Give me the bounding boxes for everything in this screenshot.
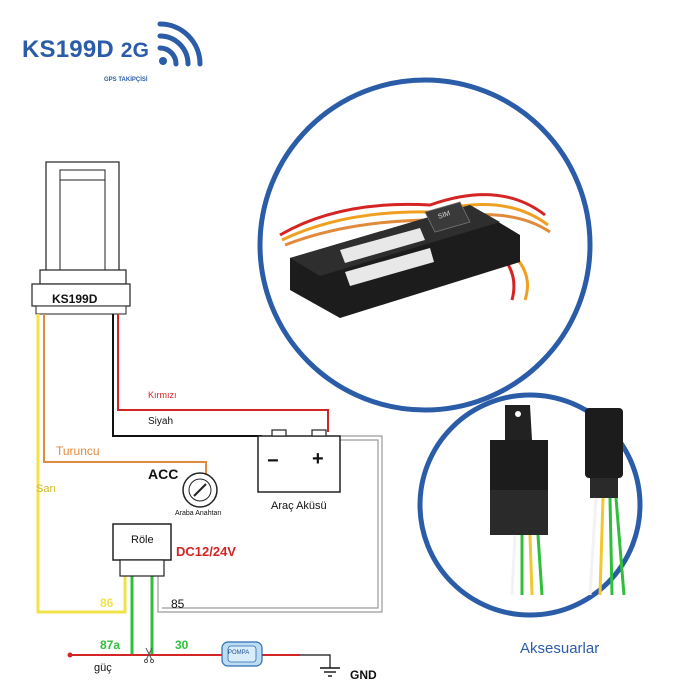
ignition-key-label: Araba Anahtarı [175,510,222,517]
battery-minus: − [267,450,279,472]
wire-gray [157,435,383,613]
ignition-key-icon [182,472,218,508]
wifi-signal-icon [157,21,203,67]
brand-network: 2G [120,39,150,62]
accessories-photo [417,392,643,618]
brand-subtitle: GPS TAKİPÇİSİ [104,77,148,83]
relay-voltage: DC12/24V [176,544,236,559]
pump-icon [221,641,263,667]
wire-red [117,314,329,432]
wire-green [130,576,154,655]
red-wire-label: Kırmızı [148,390,177,400]
accessories-label: Aksesuarlar [520,640,600,657]
acc-label: ACC [148,466,179,482]
ground-wire [300,654,331,668]
pin-30-label: 30 [175,638,189,652]
wire-yellow [36,314,127,614]
power-label: güç [94,662,112,674]
brand-model: KS199D [22,36,114,63]
pin-85-label: 85 [171,597,185,611]
pin-86-label: 86 [100,596,114,610]
battery-icon [257,429,341,493]
orange-wire-label: Turuncu [56,444,100,458]
wire-orange [43,314,207,476]
ground-label: GND [350,668,377,682]
battery-label: Araç Aküsü [271,500,327,512]
relay-label: Röle [131,534,154,546]
black-wire-label: Siyah [148,416,174,427]
yellow-wire-label: Sarı [36,483,57,495]
scissors-icon [143,647,155,664]
product-photo [257,77,593,413]
tracker-device [31,161,131,315]
brand-title: KS199D 2G [22,36,149,64]
wire-black [112,314,262,437]
pin-87a-label: 87a [100,638,121,652]
pump-label: POMPA [228,650,250,656]
power-terminal [67,652,73,658]
device-label: KS199D [52,292,98,306]
battery-plus: + [312,448,324,470]
relay-box [112,523,172,577]
ground-icon [320,667,340,677]
